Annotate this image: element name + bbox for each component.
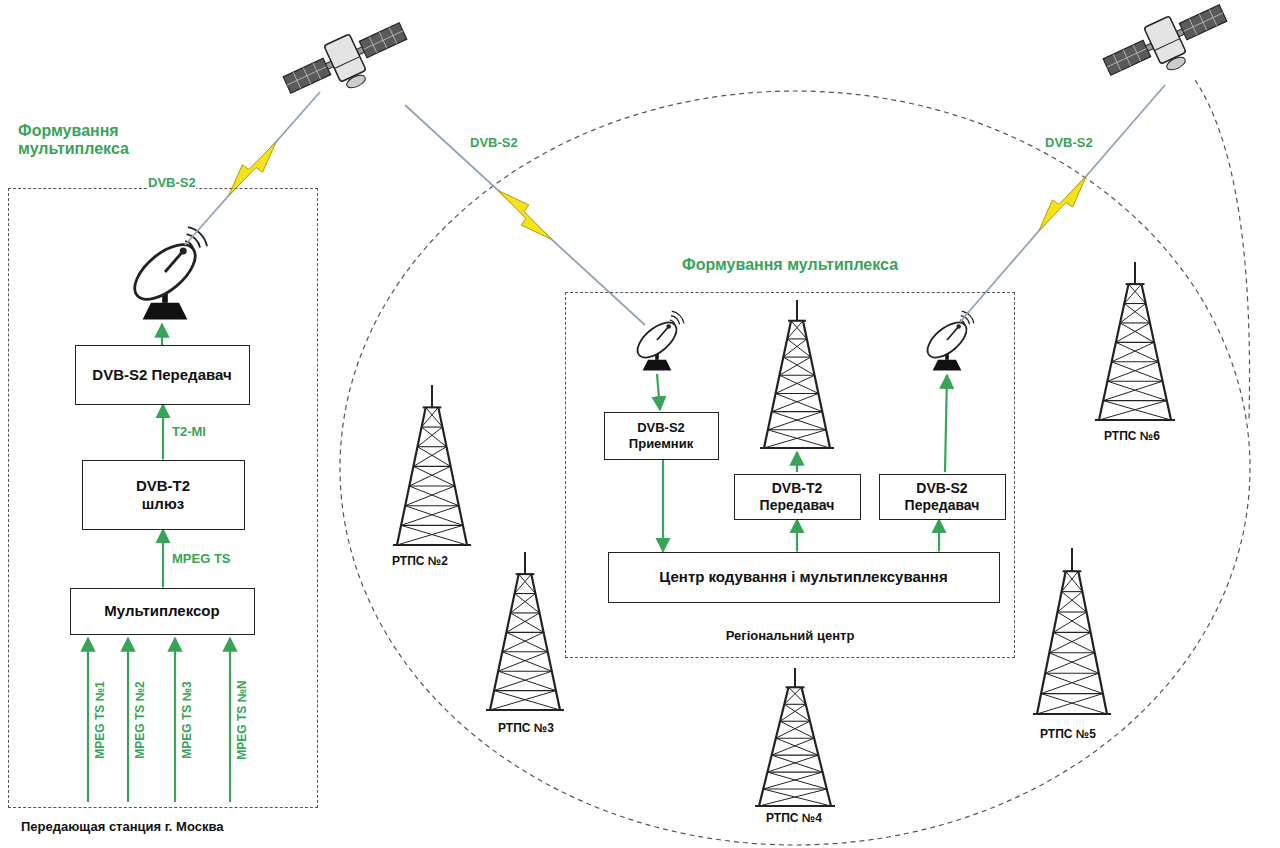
station-label: РТПС №6: [1104, 430, 1160, 444]
signal-arrow: [162, 530, 164, 588]
signal-arrow: [162, 405, 164, 460]
box-label: DVB-T2 шлюз: [123, 477, 203, 513]
lightning-bolt: [498, 191, 551, 240]
coding-center-box: Центр кодування і мультиплексування: [608, 552, 1000, 603]
link-label: DVB-S2: [1045, 136, 1093, 151]
multiplexer-box: Мультиплексор: [70, 588, 255, 635]
coverage-area: [340, 91, 1250, 845]
transmit-tower: [760, 300, 834, 448]
signal-label: MPEG TS: [172, 551, 231, 566]
signal-arrow: [657, 374, 660, 410]
box-label: DVB-S2 Передавач: [888, 480, 997, 514]
radio-tower: [1095, 262, 1175, 420]
frame-title: Передающая станция г. Москва: [21, 819, 223, 834]
radio-tower: [393, 385, 471, 545]
stream-label: MPEG TS №1: [94, 681, 108, 758]
station-label: РТПС №2: [392, 555, 448, 569]
box-label: Центр кодування і мультиплексування: [659, 568, 947, 586]
signal-arrow: [796, 520, 798, 552]
box-label: Мультиплексор: [104, 602, 219, 620]
signal-arrow: [945, 375, 947, 472]
signal-label: T2-MI: [172, 425, 206, 440]
satellite-dish: [922, 311, 974, 370]
station-label: РТПС №3: [498, 722, 554, 736]
box-label: DVB-S2 Приемник: [613, 420, 710, 451]
receiver-box: DVB-S2 Приемник: [604, 412, 719, 460]
frame-title: Регіональний центр: [726, 628, 855, 643]
regional-center-frame: Регіональний центр DVB-S2 ПриемникDVB-T2 …: [565, 292, 1015, 658]
satellite-dish: [125, 227, 207, 319]
link-label: DVB-S2: [148, 176, 196, 191]
section-title: Формування мультиплекса: [682, 256, 898, 274]
stream-label: MPEG TS №3: [181, 681, 195, 758]
input-arrow: [174, 638, 176, 802]
gateway-box: DVB-T2 шлюз: [82, 460, 245, 530]
signal-arrow: [796, 452, 798, 472]
radio-tower: [486, 552, 564, 710]
radio-beam: [185, 92, 320, 245]
input-arrow: [229, 638, 231, 802]
transmitter-box: DVB-S2 Передавач: [879, 474, 1006, 520]
satellite: [279, 13, 417, 113]
signal-arrow: [161, 324, 163, 345]
section-title: Формування мультиплекса: [18, 122, 168, 159]
station-label: РТПС №5: [1040, 728, 1096, 742]
coverage-edge: [1195, 80, 1250, 420]
transmitter-box: DVB-T2 Передавач: [734, 474, 861, 520]
signal-arrow: [662, 460, 664, 552]
lightning-bolt: [1039, 176, 1086, 230]
station-frame: Передающая станция г. МоскваDVB-S2 Перед…: [8, 188, 318, 808]
link-label: DVB-S2: [470, 136, 518, 151]
box-label: DVB-T2 Передавач: [743, 480, 852, 514]
signal-arrow: [938, 520, 940, 552]
stream-label: MPEG TS №2: [134, 681, 148, 758]
stream-label: MPEG TS №N: [236, 680, 250, 759]
input-arrow: [87, 638, 89, 802]
box-label: DVB-S2 Передавач: [92, 366, 231, 384]
station-label: РТПС №4: [766, 812, 822, 826]
radio-tower: [755, 668, 835, 806]
input-arrow: [127, 638, 129, 802]
satellite: [1099, 0, 1237, 95]
radio-tower: [1033, 548, 1111, 714]
transmitter-box: DVB-S2 Передавач: [75, 345, 250, 405]
radio-beam: [960, 85, 1165, 322]
